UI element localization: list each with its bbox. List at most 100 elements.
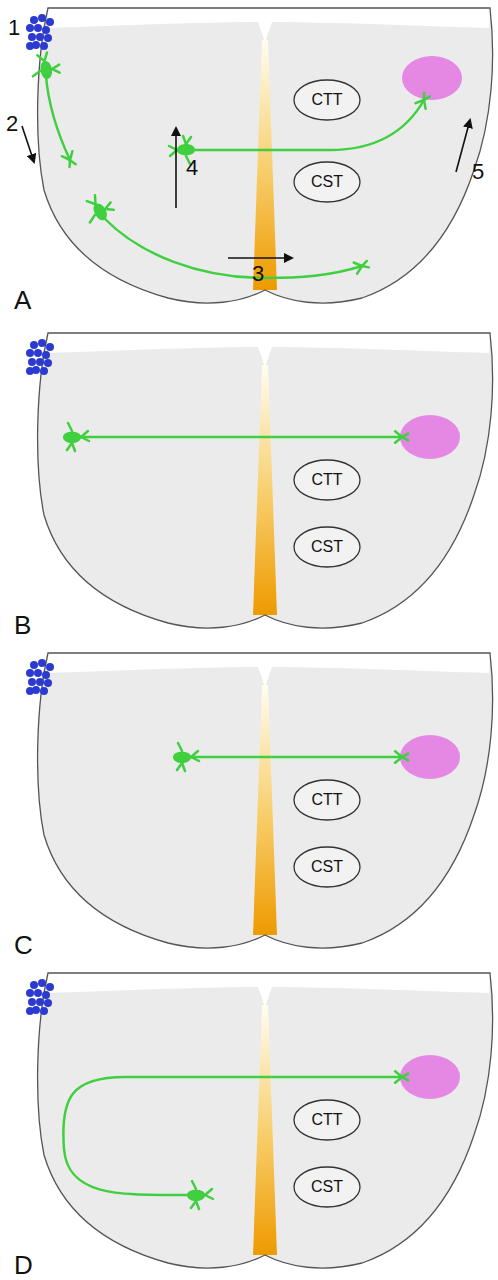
tract-label: CTT bbox=[292, 1098, 362, 1142]
dendrite bbox=[37, 54, 44, 62]
progenitor-cell bbox=[44, 34, 52, 42]
soma-body bbox=[187, 1190, 205, 1201]
progenitor-cell bbox=[40, 687, 48, 695]
progenitor-cell bbox=[38, 14, 46, 22]
dendrite bbox=[87, 198, 96, 207]
growth-cone bbox=[354, 263, 362, 274]
progenitor-cell bbox=[46, 18, 54, 26]
progenitor-cell bbox=[34, 349, 42, 357]
spinal-cord-section bbox=[22, 8, 493, 303]
neuron-soma bbox=[79, 190, 116, 227]
progenitor-cell bbox=[44, 359, 52, 367]
cord-outline bbox=[38, 333, 493, 628]
tract-ellipse: CTT bbox=[292, 458, 362, 502]
growth-cone-tip bbox=[362, 261, 369, 267]
growth-cone-tip bbox=[402, 754, 408, 761]
progenitor-cell bbox=[40, 42, 48, 50]
progenitor-cell bbox=[30, 16, 38, 24]
tract-ellipse: CST bbox=[292, 525, 362, 569]
progenitor-cell bbox=[36, 33, 44, 41]
progenitor-cell bbox=[26, 349, 34, 357]
target-region bbox=[400, 735, 460, 779]
gray-matter bbox=[38, 653, 493, 948]
progenitor-cell bbox=[36, 358, 44, 366]
soma-body bbox=[173, 752, 191, 763]
tract-label: CST bbox=[292, 160, 362, 204]
roof-zone bbox=[48, 973, 490, 1007]
progenitor-cell bbox=[28, 358, 36, 366]
progenitor-cell bbox=[46, 663, 54, 671]
tract-label: CST bbox=[292, 845, 362, 889]
progenitor-cell bbox=[26, 24, 34, 32]
growth-cone-tip bbox=[70, 160, 76, 167]
progenitor-cell bbox=[26, 989, 34, 997]
progenitor-cell bbox=[30, 661, 38, 669]
cord-outline bbox=[38, 653, 493, 948]
progenitor-cell bbox=[38, 339, 46, 347]
progenitor-cell bbox=[42, 671, 50, 679]
tract-ellipse: CTT bbox=[292, 78, 362, 122]
gray-matter bbox=[38, 973, 493, 1268]
axon bbox=[104, 218, 362, 278]
movement-arrow bbox=[22, 126, 34, 162]
progenitor-cell bbox=[40, 1007, 48, 1015]
tract-label: CTT bbox=[292, 78, 362, 122]
spinal-cord-section bbox=[26, 973, 493, 1268]
floor-plate-gradient bbox=[253, 685, 277, 935]
progenitor-cell bbox=[26, 687, 34, 695]
roof-zone bbox=[48, 653, 490, 687]
movement-arrow bbox=[228, 257, 292, 259]
progenitor-cell bbox=[44, 999, 52, 1007]
tract-ellipse: CST bbox=[292, 845, 362, 889]
progenitor-cell bbox=[38, 659, 46, 667]
axon bbox=[191, 756, 402, 759]
progenitor-cell bbox=[36, 678, 44, 686]
progenitor-cell bbox=[44, 679, 52, 687]
floor-plate-gradient bbox=[253, 1005, 277, 1255]
progenitor-cell bbox=[28, 678, 36, 686]
tract-label: CTT bbox=[292, 458, 362, 502]
progenitor-cell bbox=[30, 341, 38, 349]
axon bbox=[46, 76, 70, 160]
progenitor-cell bbox=[38, 979, 46, 987]
progenitor-cell bbox=[26, 1007, 34, 1015]
dendrite bbox=[177, 763, 182, 770]
roof-zone bbox=[48, 333, 490, 367]
callout-number: 1 bbox=[8, 16, 20, 40]
dendrite bbox=[191, 1201, 196, 1208]
soma-body bbox=[177, 144, 195, 155]
spinal-cord-section bbox=[26, 653, 493, 948]
progenitor-cell bbox=[34, 669, 42, 677]
dendrite bbox=[105, 206, 114, 214]
progenitor-cell bbox=[28, 33, 36, 41]
axon bbox=[81, 436, 402, 439]
dendrite bbox=[88, 215, 97, 222]
progenitor-cell bbox=[34, 989, 42, 997]
neuron-soma bbox=[187, 1181, 213, 1209]
progenitor-cell bbox=[42, 351, 50, 359]
cord-outline bbox=[38, 973, 493, 1268]
tract-ellipse: CTT bbox=[292, 1098, 362, 1142]
gray-matter bbox=[38, 8, 493, 303]
progenitor-cell bbox=[26, 669, 34, 677]
soma-body bbox=[63, 432, 81, 443]
tract-ellipse: CST bbox=[292, 160, 362, 204]
spinal-cord-section bbox=[26, 333, 493, 628]
progenitor-cell bbox=[46, 343, 54, 351]
gray-matter bbox=[38, 333, 493, 628]
progenitor-cell bbox=[46, 983, 54, 991]
callout-number: 5 bbox=[472, 160, 484, 184]
dendrite bbox=[178, 743, 182, 751]
panel-letter: C bbox=[14, 933, 33, 957]
target-region bbox=[400, 1055, 460, 1099]
dendrite bbox=[186, 137, 191, 144]
target-region bbox=[402, 56, 462, 100]
dendrite bbox=[192, 1181, 196, 1189]
dendrite bbox=[205, 1189, 212, 1195]
dendrite bbox=[68, 423, 72, 431]
floor-plate-gradient bbox=[253, 365, 277, 615]
progenitor-cell bbox=[42, 991, 50, 999]
callout-number: 4 bbox=[186, 156, 198, 180]
